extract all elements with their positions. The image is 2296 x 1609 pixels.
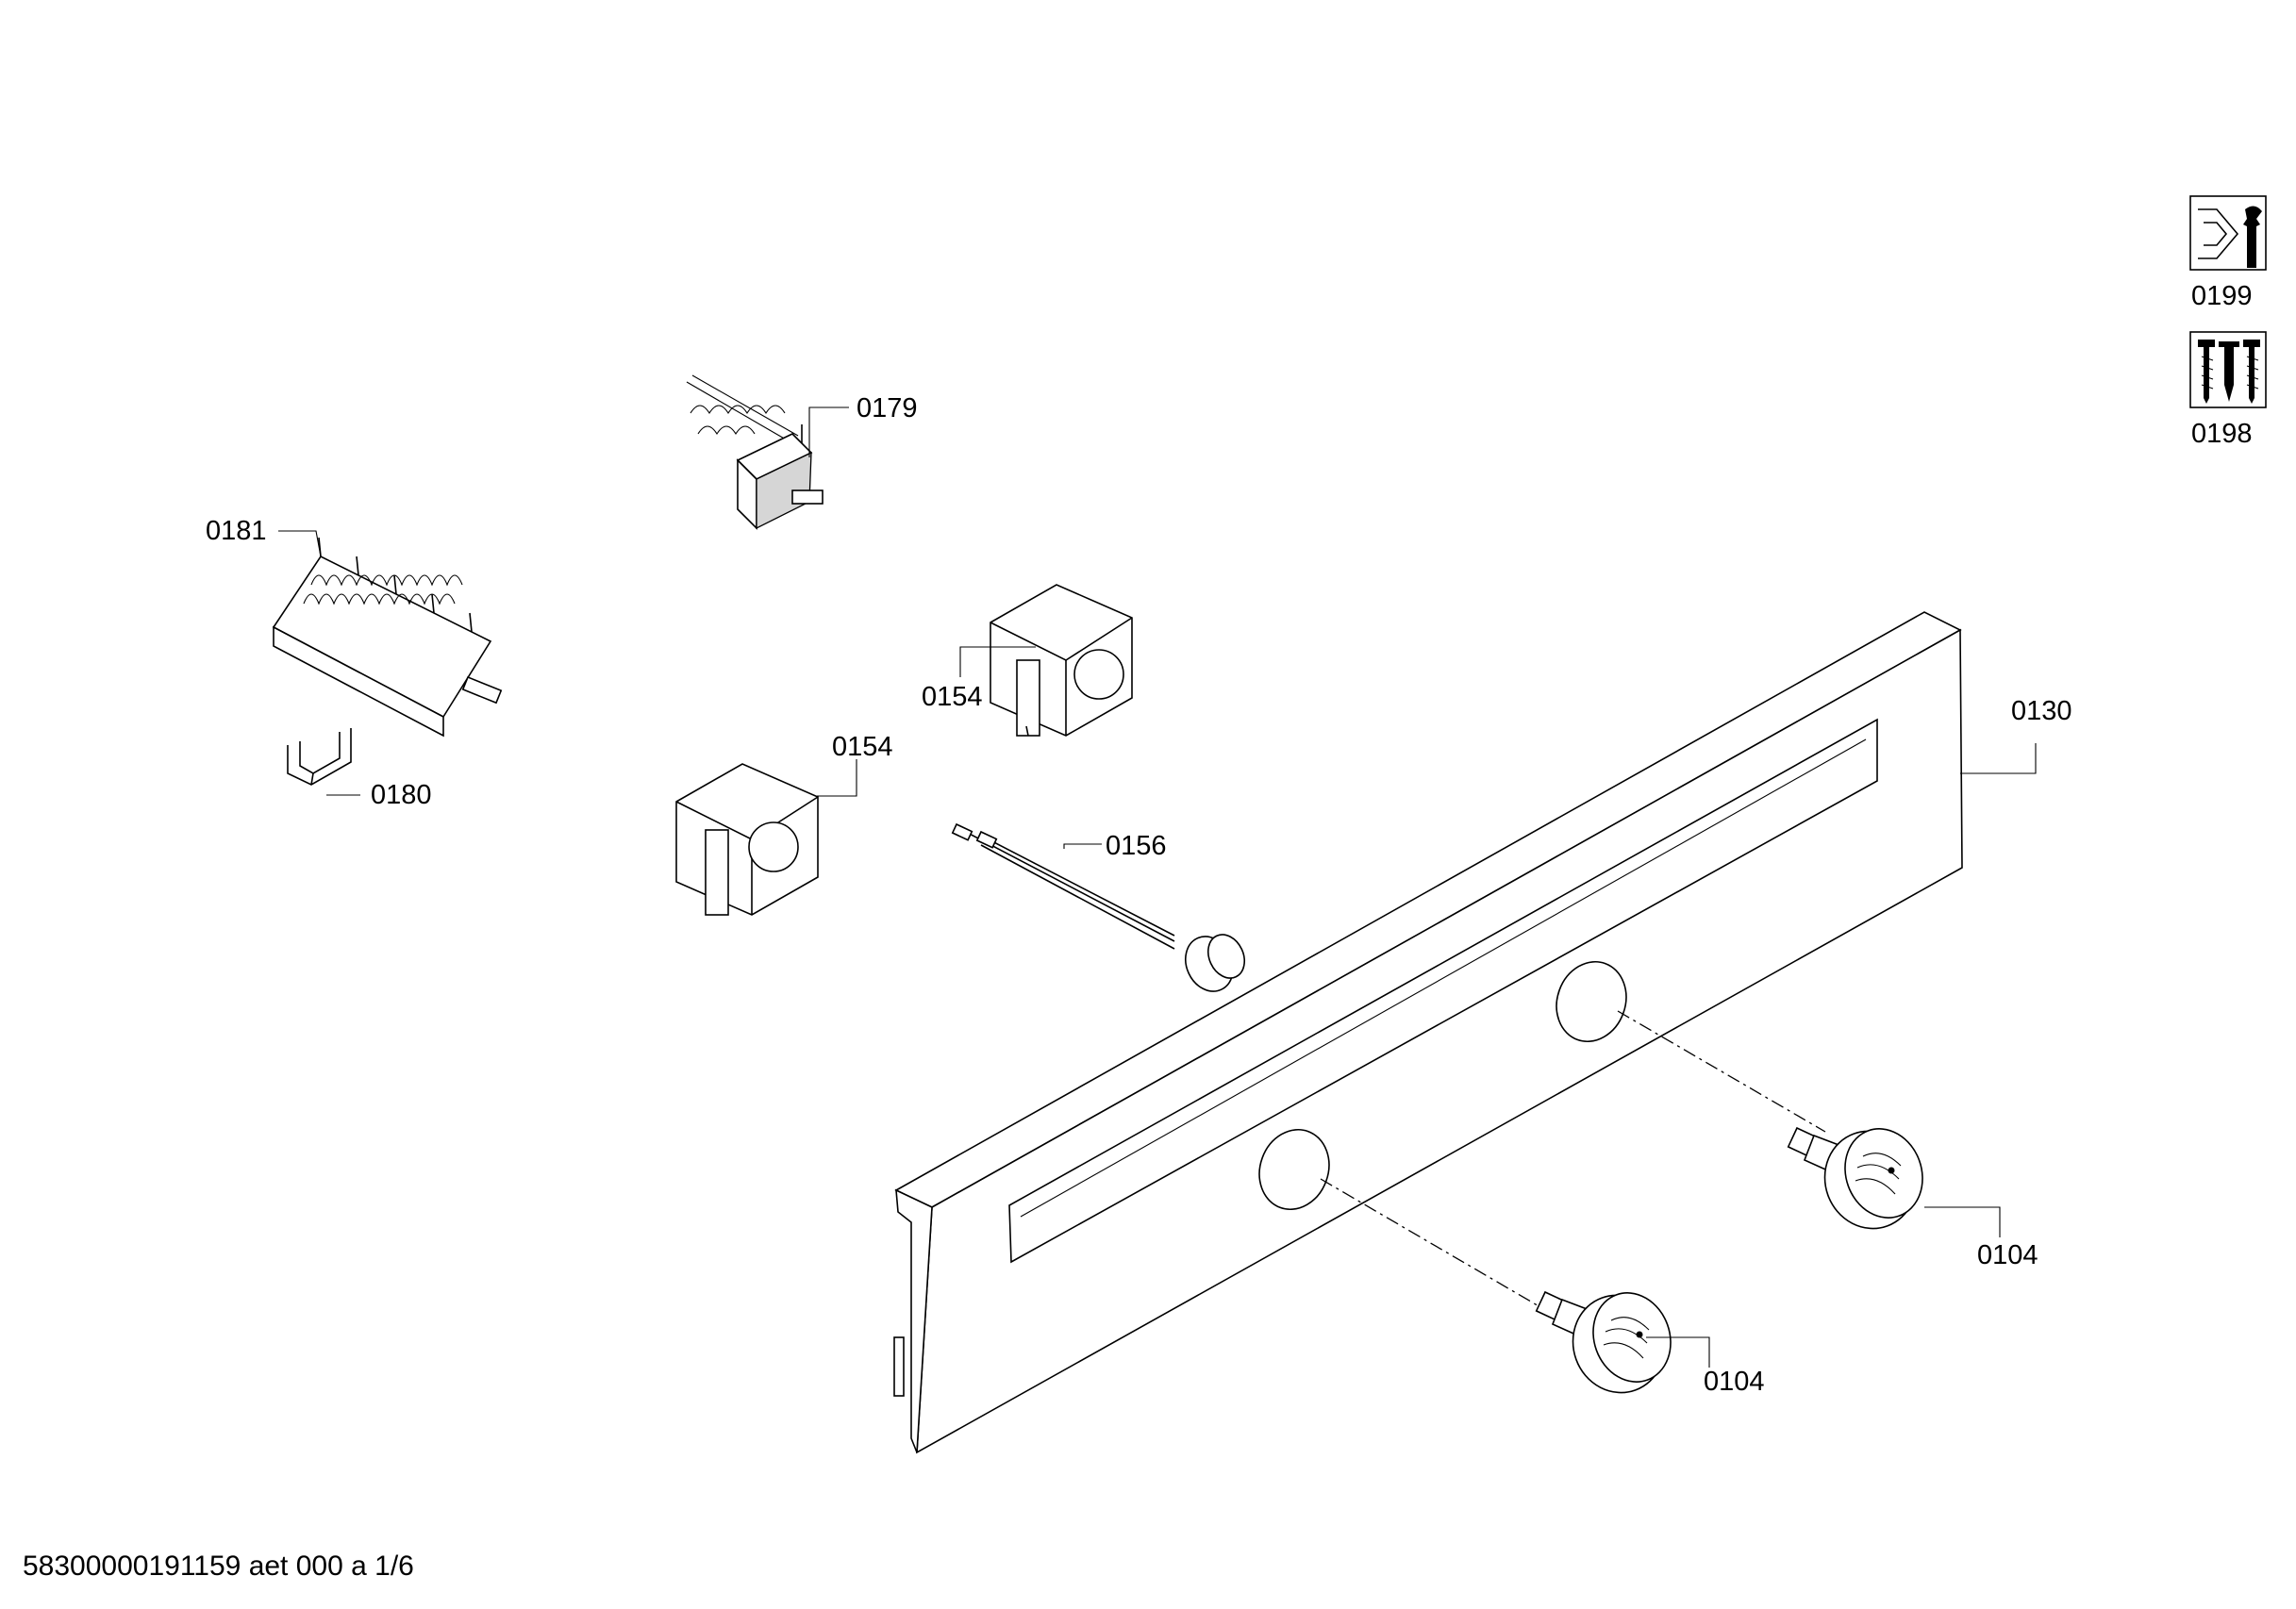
label-0179: 0179: [857, 393, 918, 423]
tool-kit-icon: [2189, 195, 2267, 271]
knob-0104-b: [1787, 1126, 1923, 1230]
bracket-0180: [287, 728, 352, 786]
switch-bracket-0154-a: [990, 584, 1133, 737]
screws-icon: [2189, 331, 2267, 408]
control-panel-0130: [893, 611, 1963, 1454]
label-0104-a: 0104: [1704, 1367, 1765, 1397]
label-0154-b: 0154: [832, 732, 893, 762]
switch-bracket-0154-b: [675, 763, 819, 916]
part-labels: 0179 0181 0180 0154 0154 0156 0130 0104 …: [206, 281, 2253, 1397]
label-0130: 0130: [2011, 696, 2072, 726]
label-0104-b: 0104: [1977, 1240, 2038, 1270]
label-0180: 0180: [371, 780, 432, 810]
thermostat-0179: [686, 374, 824, 530]
lamp-wire-0156: [951, 822, 1246, 992]
leader-lines: [278, 406, 2037, 1368]
label-0156: 0156: [1106, 831, 1167, 861]
selector-switch-0181: [272, 537, 503, 738]
label-0154-a: 0154: [922, 682, 983, 712]
drawing-code: 58300000191159 aet 000 a 1/6: [23, 1551, 414, 1582]
knob-0104-a: [1535, 1290, 1672, 1394]
label-0199: 0199: [2191, 281, 2253, 311]
label-0198: 0198: [2191, 419, 2253, 449]
label-0181: 0181: [206, 516, 267, 546]
